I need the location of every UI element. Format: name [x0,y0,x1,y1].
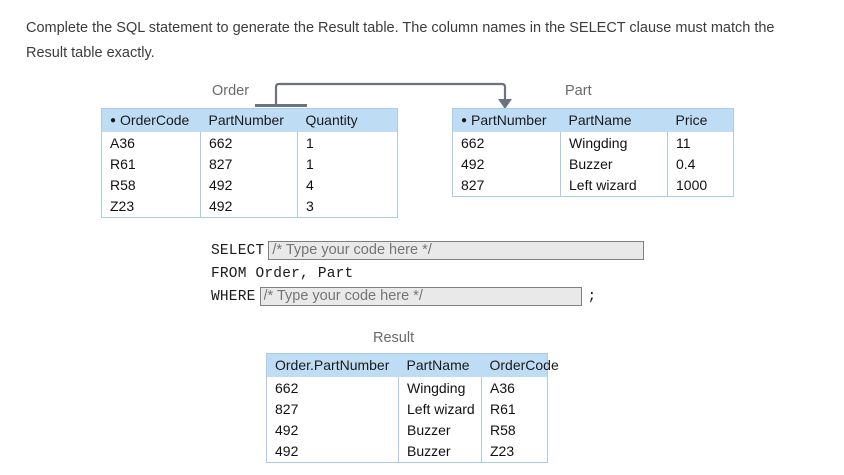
table-cell: 1 [297,132,398,154]
table-cell: 662 [200,132,298,154]
table-cell: 492 [275,443,299,459]
table-cell: R58 [481,420,548,441]
table-cell: 0.4 [667,154,734,175]
table-cell: 4 [297,175,398,196]
table-cell: 662 [461,135,485,151]
table-cell: 827 [461,177,485,193]
table-cell: R58 [110,177,136,193]
part-col-partname: PartName [560,108,668,132]
table-cell: 492 [200,196,298,218]
sql-from-row: FROM Order, Part [211,262,644,285]
primary-key-dot-icon: ● [110,115,117,126]
result-col-partname: PartName [398,353,482,377]
table-cell: 662 [275,380,299,396]
sql-select-row: SELECT [211,239,645,262]
table-cell: Left wizard [398,399,482,420]
select-clause-input[interactable] [268,241,645,260]
table-cell: 492 [200,175,298,196]
sql-where-keyword: WHERE [211,288,256,305]
table-cell: A36 [110,135,135,151]
order-table-caption: Order [212,83,250,99]
table-cell: 1000 [667,175,734,197]
result-table: Order.PartNumber PartName OrderCode 662 W… [266,353,559,463]
task-prompt: Complete the SQL statement to generate t… [26,20,775,61]
sql-statement-block: SELECT FROM Order, Part WHERE ; [211,239,645,308]
sql-terminator: ; [587,288,597,305]
part-col-price: Price [667,108,734,132]
table-cell: Buzzer [398,441,482,463]
part-col-partnumber: ●PartNumber [452,108,561,132]
table-cell: Z23 [481,441,548,463]
result-table-caption: Result [373,330,415,346]
table-cell: 1 [297,154,398,175]
sql-select-keyword: SELECT [211,242,265,259]
table-cell: 827 [200,154,298,175]
result-col-ordercode: OrderCode [481,353,559,377]
order-col-ordercode: ●OrderCode [101,108,201,132]
table-cell: 3 [297,196,398,218]
result-col-order-partnumber: Order.PartNumber [266,353,399,377]
where-clause-input[interactable] [259,287,582,306]
order-col-quantity: Quantity [297,108,398,132]
primary-key-dot-icon: ● [461,115,468,126]
table-cell: Z23 [110,198,135,214]
table-cell: Left wizard [560,175,668,197]
table-cell: 492 [461,156,485,172]
part-table-header-row: ●PartNumber PartName Price [452,108,734,132]
table-cell: 492 [275,422,299,438]
order-col-partnumber: PartNumber [200,108,298,132]
table-cell: Buzzer [560,154,668,175]
table-cell: 827 [275,401,299,417]
result-table-header-row: Order.PartNumber PartName OrderCode [266,353,559,377]
table-cell: A36 [481,377,548,399]
sql-where-row: WHERE ; [211,285,644,308]
table-cell: 11 [667,132,734,154]
table-cell: Wingding [560,132,668,154]
table-cell: R61 [481,399,548,420]
sql-from-line: FROM Order, Part [211,265,354,282]
table-cell: R61 [110,156,136,172]
part-table-caption: Part [565,83,592,99]
order-table-header-row: ●OrderCode PartNumber Quantity [101,108,398,132]
table-cell: Buzzer [398,420,482,441]
table-cell: Wingding [398,377,482,399]
